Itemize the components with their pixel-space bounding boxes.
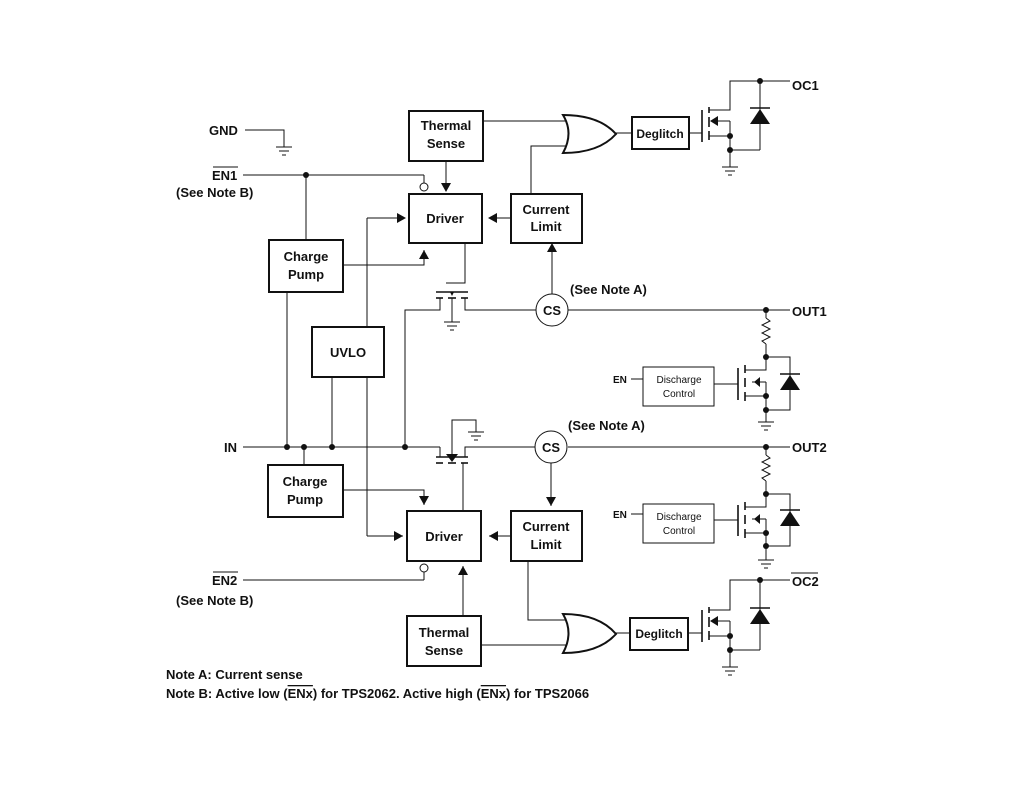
svg-text:Limit: Limit — [530, 219, 562, 234]
svg-text:Control: Control — [663, 526, 695, 537]
gnd-pin-label: GND — [209, 123, 238, 138]
discharge-en-label-1: EN — [613, 375, 627, 386]
thermal-sense-1: Thermal Sense — [408, 110, 484, 162]
svg-text:Charge: Charge — [283, 474, 328, 489]
or-gate-1 — [561, 113, 618, 155]
svg-text:Thermal: Thermal — [419, 625, 470, 640]
svg-text:UVLO: UVLO — [330, 345, 366, 360]
svg-text:Current: Current — [523, 519, 571, 534]
svg-text:Thermal: Thermal — [421, 118, 472, 133]
en2-inversion-bubble — [419, 563, 429, 573]
svg-text:CS: CS — [542, 440, 560, 455]
en1-note-ref: (See Note B) — [176, 185, 253, 200]
svg-text:Driver: Driver — [426, 211, 464, 226]
arrowheads — [394, 107, 800, 626]
deglitch-2: Deglitch — [629, 617, 689, 651]
oc1-pin-label: OC1 — [792, 78, 819, 93]
svg-text:Sense: Sense — [425, 643, 463, 658]
in-pin-label: IN — [224, 440, 237, 455]
svg-text:Control: Control — [663, 389, 695, 400]
en1-inversion-bubble — [419, 182, 429, 192]
svg-text:Deglitch: Deglitch — [636, 127, 683, 141]
svg-text:Driver: Driver — [425, 529, 463, 544]
svg-text:Charge: Charge — [284, 249, 329, 264]
discharge-control-1: Discharge Control — [642, 366, 715, 407]
charge-pump-1: Charge Pump — [268, 239, 344, 293]
svg-text:Pump: Pump — [288, 267, 324, 282]
svg-text:Limit: Limit — [530, 537, 562, 552]
discharge-control-2: Discharge Control — [642, 503, 715, 544]
svg-text:Current: Current — [523, 202, 571, 217]
current-sense-1: CS — [535, 293, 569, 327]
cs2-note-ref: (See Note A) — [568, 418, 645, 433]
or-gate-2 — [561, 612, 618, 655]
uvlo-block: UVLO — [311, 326, 385, 378]
current-sense-2: CS — [534, 430, 568, 464]
cs1-note-ref: (See Note A) — [570, 282, 647, 297]
charge-pump-2: Charge Pump — [267, 464, 344, 518]
current-limit-1: Current Limit — [510, 193, 583, 244]
current-limit-2: Current Limit — [510, 510, 583, 562]
en2-pin-label: EN2 — [212, 573, 237, 588]
driver-1: Driver — [408, 193, 483, 244]
en1-pin-label: EN1 — [212, 168, 237, 183]
driver-2: Driver — [406, 510, 482, 562]
note-b: Note B: Active low (ENx) for TPS2062. Ac… — [166, 686, 589, 701]
svg-text:Discharge: Discharge — [656, 512, 701, 523]
en2-note-ref: (See Note B) — [176, 593, 253, 608]
svg-text:Discharge: Discharge — [656, 375, 701, 386]
svg-text:Sense: Sense — [427, 136, 465, 151]
thermal-sense-2: Thermal Sense — [406, 615, 482, 667]
oc2-pin-label: OC2 — [792, 574, 819, 589]
out2-pin-label: OUT2 — [792, 440, 827, 455]
svg-text:Pump: Pump — [287, 492, 323, 507]
discharge-en-label-2: EN — [613, 510, 627, 521]
svg-text:CS: CS — [543, 303, 561, 318]
out1-pin-label: OUT1 — [792, 304, 827, 319]
deglitch-1: Deglitch — [631, 116, 690, 150]
svg-text:Deglitch: Deglitch — [635, 627, 682, 641]
junction-dots — [284, 78, 769, 653]
note-a: Note A: Current sense — [166, 667, 303, 682]
